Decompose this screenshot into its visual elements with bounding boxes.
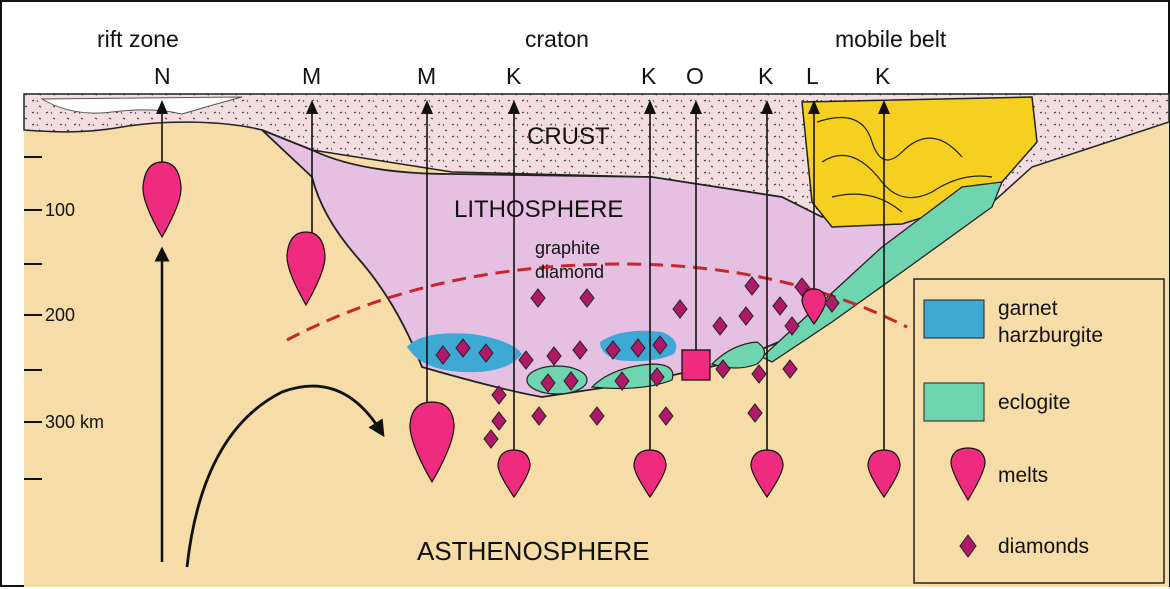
legend-label-harzburgite-line1: garnet [998,297,1058,320]
legend-swatch-eclogite [924,383,984,421]
legend-label-eclogite: eclogite [998,391,1070,414]
graphite-label: graphite [535,238,600,258]
asthenosphere-label: ASTHENOSPHERE [417,536,650,566]
legend-label-melts: melts [998,464,1048,487]
legend-label-diamonds: diamonds [998,535,1089,558]
legend-label-harzburgite-line2: harzburgite [998,324,1103,347]
pipe-label-n: N [154,63,171,89]
o-pipe-source [682,350,710,380]
crust-label: CRUST [527,123,610,150]
zone-label-rift: rift zone [97,26,179,52]
pipe-label-m2: M [417,63,436,89]
diamond-label: diamond [535,262,604,282]
pipe-label-o: O [686,63,704,89]
pipe-label-m1: M [302,63,321,89]
pipe-label-k4: K [875,63,891,89]
depth-tick-100: 100 [45,200,75,220]
pipe-label-l: L [806,63,819,89]
pipe-label-k3: K [758,63,774,89]
pipe-label-k1: K [506,63,522,89]
zone-label-mobile-belt: mobile belt [835,26,947,52]
depth-tick-200: 200 [45,305,75,325]
pipe-label-k2: K [641,63,657,89]
legend-swatch-harzburgite [924,300,984,338]
eclogite-patch-1 [527,366,587,394]
zone-label-craton: craton [525,26,589,52]
lithosphere-label: LITHOSPHERE [454,196,623,223]
legend: garnet harzburgite eclogite melts diamon… [914,279,1164,583]
depth-tick-300: 300 km [45,412,104,432]
